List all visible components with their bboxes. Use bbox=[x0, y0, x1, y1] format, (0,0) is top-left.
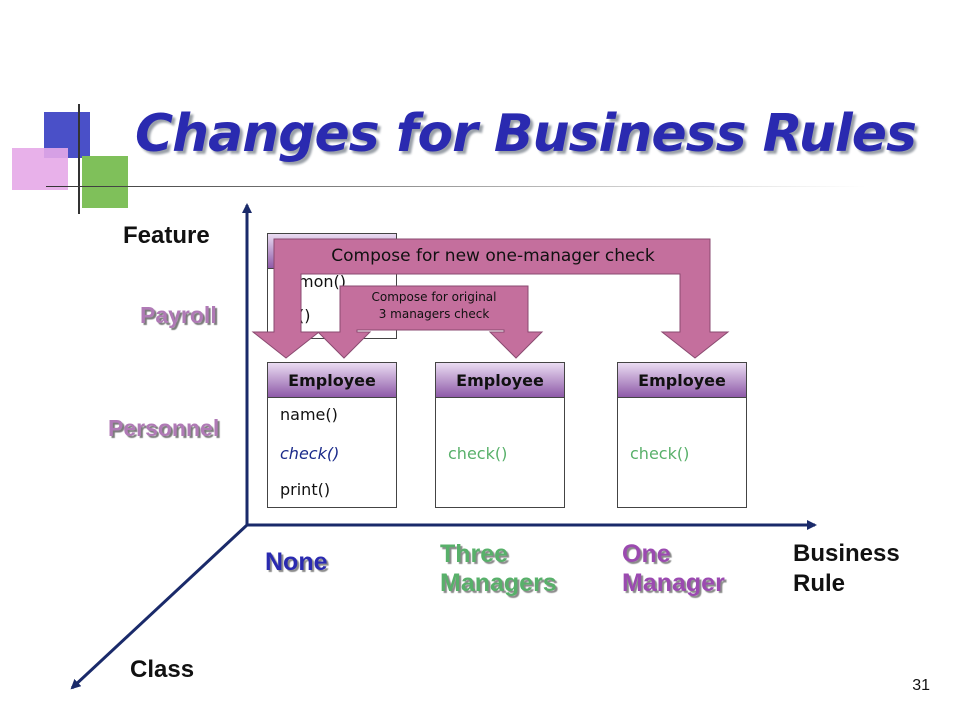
feature-personnel: Personnel bbox=[108, 415, 220, 441]
employee-box-three-managers: Employee check() bbox=[435, 362, 565, 508]
feature-payroll: Payroll bbox=[140, 302, 217, 328]
class-axis-label: Class bbox=[130, 656, 195, 683]
employee-box-one-manager: Employee check() bbox=[617, 362, 747, 508]
decoration-vertical-line bbox=[78, 104, 80, 214]
rule-one-manager: One Manager bbox=[622, 540, 725, 597]
compose-original-check-label: Compose for original 3 managers check bbox=[371, 290, 497, 321]
method-check: check() bbox=[630, 444, 690, 463]
rule-none: None bbox=[265, 548, 328, 576]
method-check: check() bbox=[280, 444, 340, 463]
employee-box-header: Employee bbox=[268, 363, 396, 398]
page-number: 31 bbox=[912, 677, 930, 694]
original-check-arrow bbox=[316, 285, 544, 359]
payroll-method-1: mon() bbox=[298, 272, 346, 291]
class-axis bbox=[70, 523, 249, 690]
method-print: print() bbox=[280, 480, 331, 499]
employee-box-none: Employee name() check() print() bbox=[267, 362, 397, 508]
business-rule-axis-label: Business Rule bbox=[793, 540, 900, 597]
method-name: name() bbox=[280, 405, 338, 424]
page-title: Changes for Business Rules bbox=[135, 104, 917, 164]
decoration-green-square bbox=[82, 156, 128, 208]
decoration-pink-square bbox=[12, 148, 68, 190]
rule-three-managers: Three Managers bbox=[440, 540, 557, 597]
method-check: check() bbox=[448, 444, 508, 463]
decoration-horizontal-line bbox=[46, 186, 866, 187]
employee-box-header: Employee bbox=[436, 363, 564, 398]
title-decoration bbox=[12, 100, 866, 215]
compose-new-check-label: Compose for new one-manager check bbox=[331, 246, 655, 266]
employee-box-header: Employee bbox=[618, 363, 746, 398]
new-check-arrow bbox=[251, 238, 730, 359]
feature-axis-label: Feature bbox=[123, 222, 210, 249]
